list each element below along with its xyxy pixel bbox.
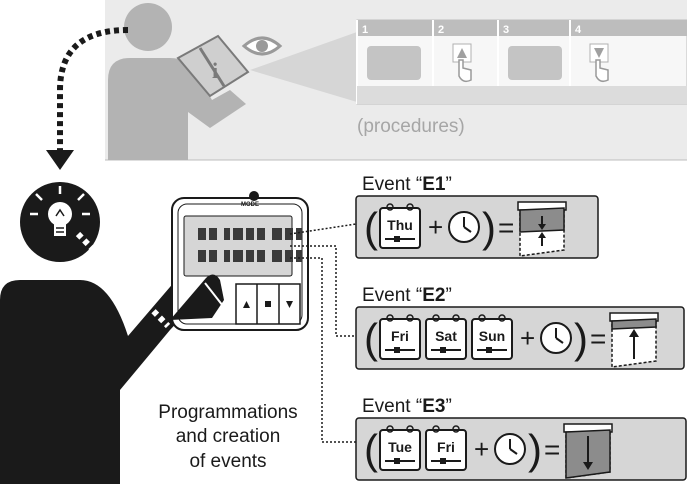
procedure-step-number: 2 xyxy=(438,24,444,36)
lightbulb-icon xyxy=(30,186,90,236)
dotted-thought-line xyxy=(75,231,171,329)
close-paren: ) xyxy=(574,315,588,362)
calendar-day-label: Thu xyxy=(387,217,413,233)
programming-caption-line-2: and creation xyxy=(176,426,281,447)
calendar-day-label: Sat xyxy=(435,328,457,344)
press-up-icon xyxy=(452,43,472,83)
equals-sign: = xyxy=(498,212,514,243)
calendar-day-fri: Fri xyxy=(425,425,467,471)
stop-button[interactable] xyxy=(265,301,271,307)
close-paren: ) xyxy=(528,426,542,473)
event-title: Event “E3” xyxy=(362,396,452,417)
plus-sign: + xyxy=(428,212,443,242)
close-paren: ) xyxy=(482,204,496,251)
shutter-mid-icon xyxy=(517,201,567,257)
device-display xyxy=(183,215,293,277)
display-screen-icon xyxy=(508,46,562,80)
open-paren: ( xyxy=(364,426,378,473)
event-title: Event “E2” xyxy=(362,285,452,306)
plus-sign: + xyxy=(474,434,489,464)
procedure-step-1: 1 xyxy=(356,20,433,104)
down-button[interactable] xyxy=(286,301,293,308)
sight-beam xyxy=(250,32,357,102)
calendar-day-sun: Sun xyxy=(471,314,513,360)
event-e1: Event “E1” ( Thu +)= xyxy=(355,174,599,259)
dotted-arrow-line xyxy=(57,27,129,152)
procedure-step-number: 1 xyxy=(362,24,368,36)
procedure-step-number: 4 xyxy=(575,24,582,36)
calendar-day-label: Fri xyxy=(437,439,455,455)
manual-book-icon: i xyxy=(176,34,250,98)
calendar-day-label: Sun xyxy=(479,328,505,344)
eye-icon xyxy=(241,36,283,56)
lcd-segments xyxy=(198,228,302,262)
procedure-step-number: 3 xyxy=(503,24,509,36)
plus-sign: + xyxy=(520,323,535,353)
clock-icon xyxy=(494,433,526,465)
dotted-arrow-head xyxy=(46,150,74,170)
calendar-day-label: Fri xyxy=(391,328,409,344)
calendar-day-label: Tue xyxy=(388,439,412,455)
programming-caption-line-3: of events xyxy=(189,451,266,472)
display-screen-icon xyxy=(367,46,421,80)
up-button[interactable] xyxy=(243,301,250,308)
shutter-closed-icon xyxy=(563,423,613,479)
press-down-icon xyxy=(589,43,609,83)
programming-caption-line-1: Programmations xyxy=(158,402,297,423)
procedure-strip: 1 2 3 4 xyxy=(356,19,687,105)
reading-person-figure xyxy=(108,3,246,160)
equals-sign: = xyxy=(544,434,560,465)
calendar-day-tue: Tue xyxy=(379,425,421,471)
open-paren: ( xyxy=(364,315,378,362)
device-buttons xyxy=(235,283,301,325)
clock-icon xyxy=(540,322,572,354)
event-connectors xyxy=(289,223,357,443)
equals-sign: = xyxy=(590,323,606,354)
shutter-open-icon xyxy=(609,312,659,368)
event-e3: Event “E3” ( Tue Fri +)= xyxy=(355,396,687,481)
mode-label: MODE xyxy=(241,202,259,208)
pressing-hand xyxy=(170,274,224,320)
event-e2: Event “E2” ( Fri Sat Sun +)= xyxy=(355,285,685,370)
procedures-caption: (procedures) xyxy=(357,116,465,137)
calendar-day-fri: Fri xyxy=(379,314,421,360)
calendar-day-thu: Thu xyxy=(379,203,421,249)
svg-text:i: i xyxy=(212,58,218,83)
procedure-step-3: 3 xyxy=(497,20,570,104)
thinking-person-figure xyxy=(0,182,198,484)
open-paren: ( xyxy=(364,204,378,251)
event-title: Event “E1” xyxy=(362,174,452,195)
clock-icon xyxy=(448,211,480,243)
calendar-day-sat: Sat xyxy=(425,314,467,360)
procedure-step-2: 2 xyxy=(432,20,498,104)
